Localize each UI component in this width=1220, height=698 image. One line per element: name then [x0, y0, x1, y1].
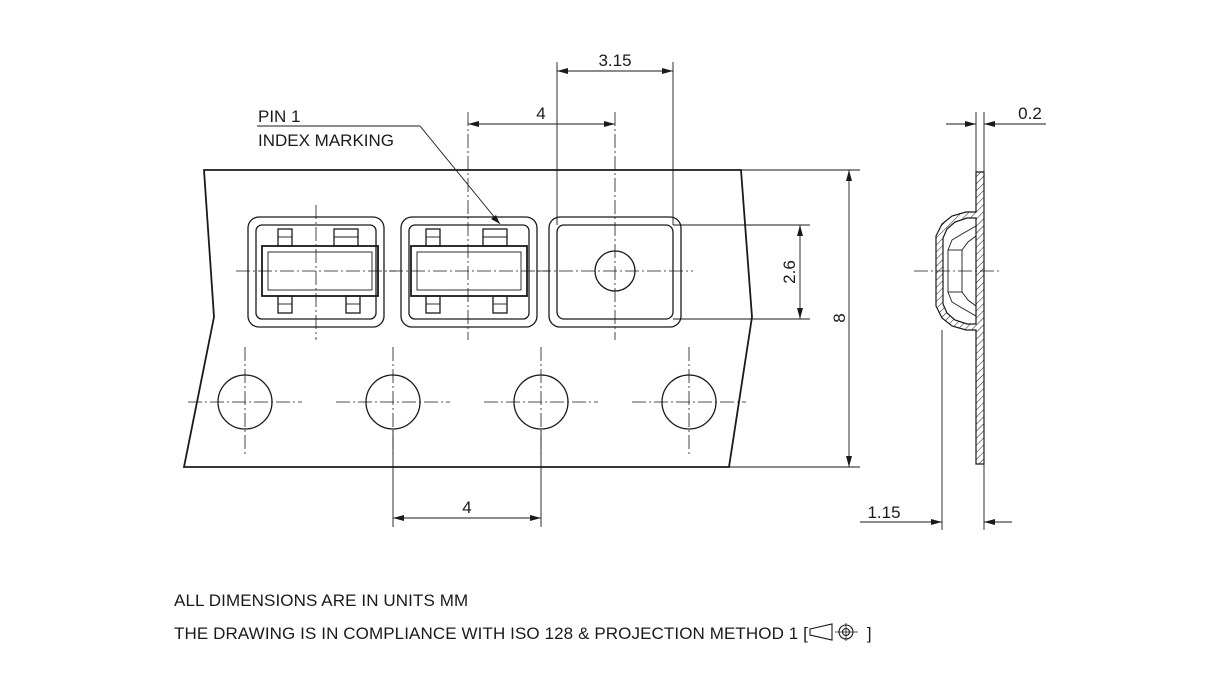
dimension-tape-width: 8: [729, 169, 860, 468]
compliance-suffix: ]: [862, 623, 872, 643]
dimension-pocket-width: 3.15: [556, 51, 674, 225]
units-note: ALL DIMENSIONS ARE IN UNITS MM: [174, 591, 469, 610]
compliance-prefix: THE DRAWING IS IN COMPLIANCE WITH ISO 12…: [174, 623, 808, 643]
sprocket-pitch-label: 4: [462, 498, 471, 517]
pocket-width-label: 3.15: [598, 51, 631, 70]
compliance-note: THE DRAWING IS IN COMPLIANCE WITH ISO 12…: [174, 622, 872, 647]
pocket-depth-label: 1.15: [867, 503, 900, 522]
dimension-pocket-height: 2.6: [673, 224, 810, 320]
pocket-height-label: 2.6: [780, 260, 799, 284]
dimension-sprocket-pitch: 4: [392, 430, 542, 527]
index-marking-label: INDEX MARKING: [258, 131, 394, 150]
pin1-label: PIN 1: [258, 107, 301, 126]
pocket-3-empty: [537, 112, 693, 340]
pocket-2: [389, 112, 549, 340]
dimension-pocket-pitch: 4: [468, 104, 615, 127]
first-angle-projection-icon: [808, 622, 862, 647]
side-section-view: 0.2 1.15: [860, 104, 1046, 530]
sprocket-holes: [188, 347, 746, 455]
pocket-1: [236, 205, 396, 340]
pocket-pitch-label: 4: [536, 104, 545, 123]
tape-width-label: 8: [830, 313, 849, 322]
tape-thickness-label: 0.2: [1018, 104, 1042, 123]
pin1-leader: PIN 1 INDEX MARKING: [257, 107, 501, 225]
